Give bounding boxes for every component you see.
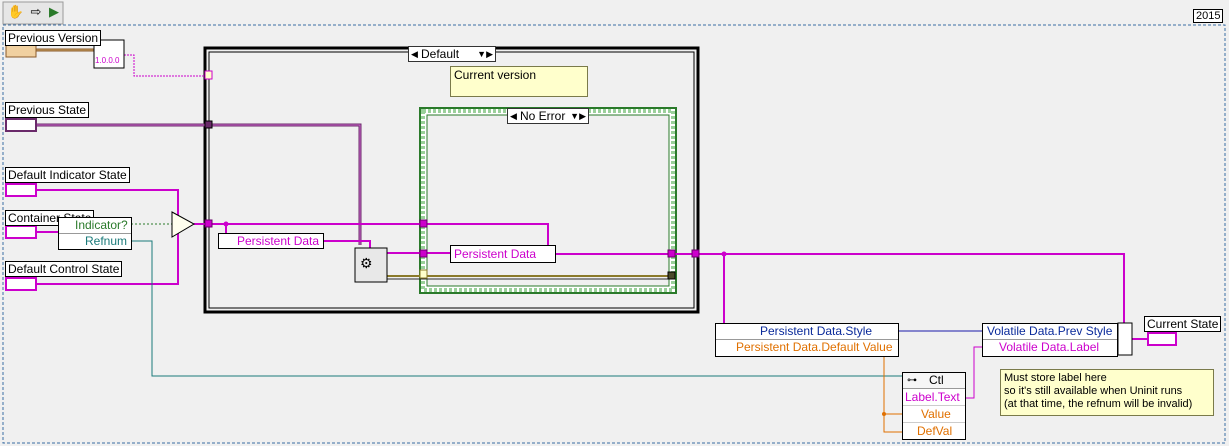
unbundle-row-indicator: Indicator? (59, 218, 131, 234)
note-line: Must store label here (1004, 372, 1107, 384)
property-row-label-text: Label.Text (903, 390, 965, 406)
container-unbundle-node[interactable]: Indicator? Refnum (58, 217, 132, 250)
terminal-current-state[interactable]: Current State (1144, 316, 1222, 332)
unbundle-persistent-style-node[interactable]: Persistent Data.Style Persistent Data.De… (715, 323, 899, 357)
inner-case-prev-icon[interactable]: ◀ (510, 111, 517, 121)
bundle-volatile-data-node[interactable]: Volatile Data.Prev Style Volatile Data.L… (982, 323, 1118, 357)
bundle-row-prev-style: Volatile Data.Prev Style (983, 324, 1117, 340)
version-constant[interactable]: 1.0.0.0 (95, 56, 120, 65)
note-line: (at that time, the refnum will be invali… (1004, 398, 1193, 410)
inner-case-dropdown-icon[interactable]: ▼▶ (570, 111, 586, 121)
property-row-defval: DefVal (917, 424, 953, 438)
current-version-comment: Current version (450, 66, 588, 97)
terminal-previous-version[interactable]: Previous Version (5, 30, 102, 46)
case-dropdown-icon[interactable]: ▼▶ (477, 49, 493, 59)
labview-run-icon[interactable]: ▶ (49, 4, 59, 19)
bundle-persistent-data-inner[interactable]: Persistent Data (450, 245, 556, 263)
bundle-row-label: Volatile Data.Label (999, 340, 1100, 354)
terminal-default-indicator-state[interactable]: Default Indicator State (5, 167, 130, 183)
version-label: 2015 (1193, 9, 1224, 23)
ctl-class-icon: ⊶ (907, 375, 917, 386)
unbundle-row-style: Persistent Data.Style (716, 324, 898, 340)
property-node-header: ⊶ Ctl (903, 373, 965, 389)
unbundle-row-default-value: Persistent Data.Default Value (736, 340, 893, 354)
unbundle-persistent-data-left[interactable]: Persistent Data (218, 233, 324, 249)
terminal-default-control-state[interactable]: Default Control State (5, 261, 123, 277)
property-row-value: Value (903, 407, 965, 423)
variant-node (354, 247, 388, 283)
property-node[interactable]: ⊶ Ctl Label.Text Value DefVal (902, 372, 966, 440)
select-node (171, 211, 196, 238)
hand-icon[interactable]: ✋ (7, 4, 25, 19)
svg-text:⚙: ⚙ (360, 255, 373, 271)
unbundle-row-refnum: Refnum (85, 234, 128, 248)
outer-case-selector[interactable]: ◀ Default ▼▶ (408, 46, 496, 62)
case-prev-icon[interactable]: ◀ (411, 49, 418, 59)
inner-case-selector[interactable]: ◀ No Error ▼▶ (507, 108, 589, 124)
arrow-right-icon[interactable]: ⇨ (30, 4, 42, 19)
note-line: so it's still available when Uninit runs (1004, 385, 1183, 397)
terminal-previous-state[interactable]: Previous State (5, 102, 90, 118)
